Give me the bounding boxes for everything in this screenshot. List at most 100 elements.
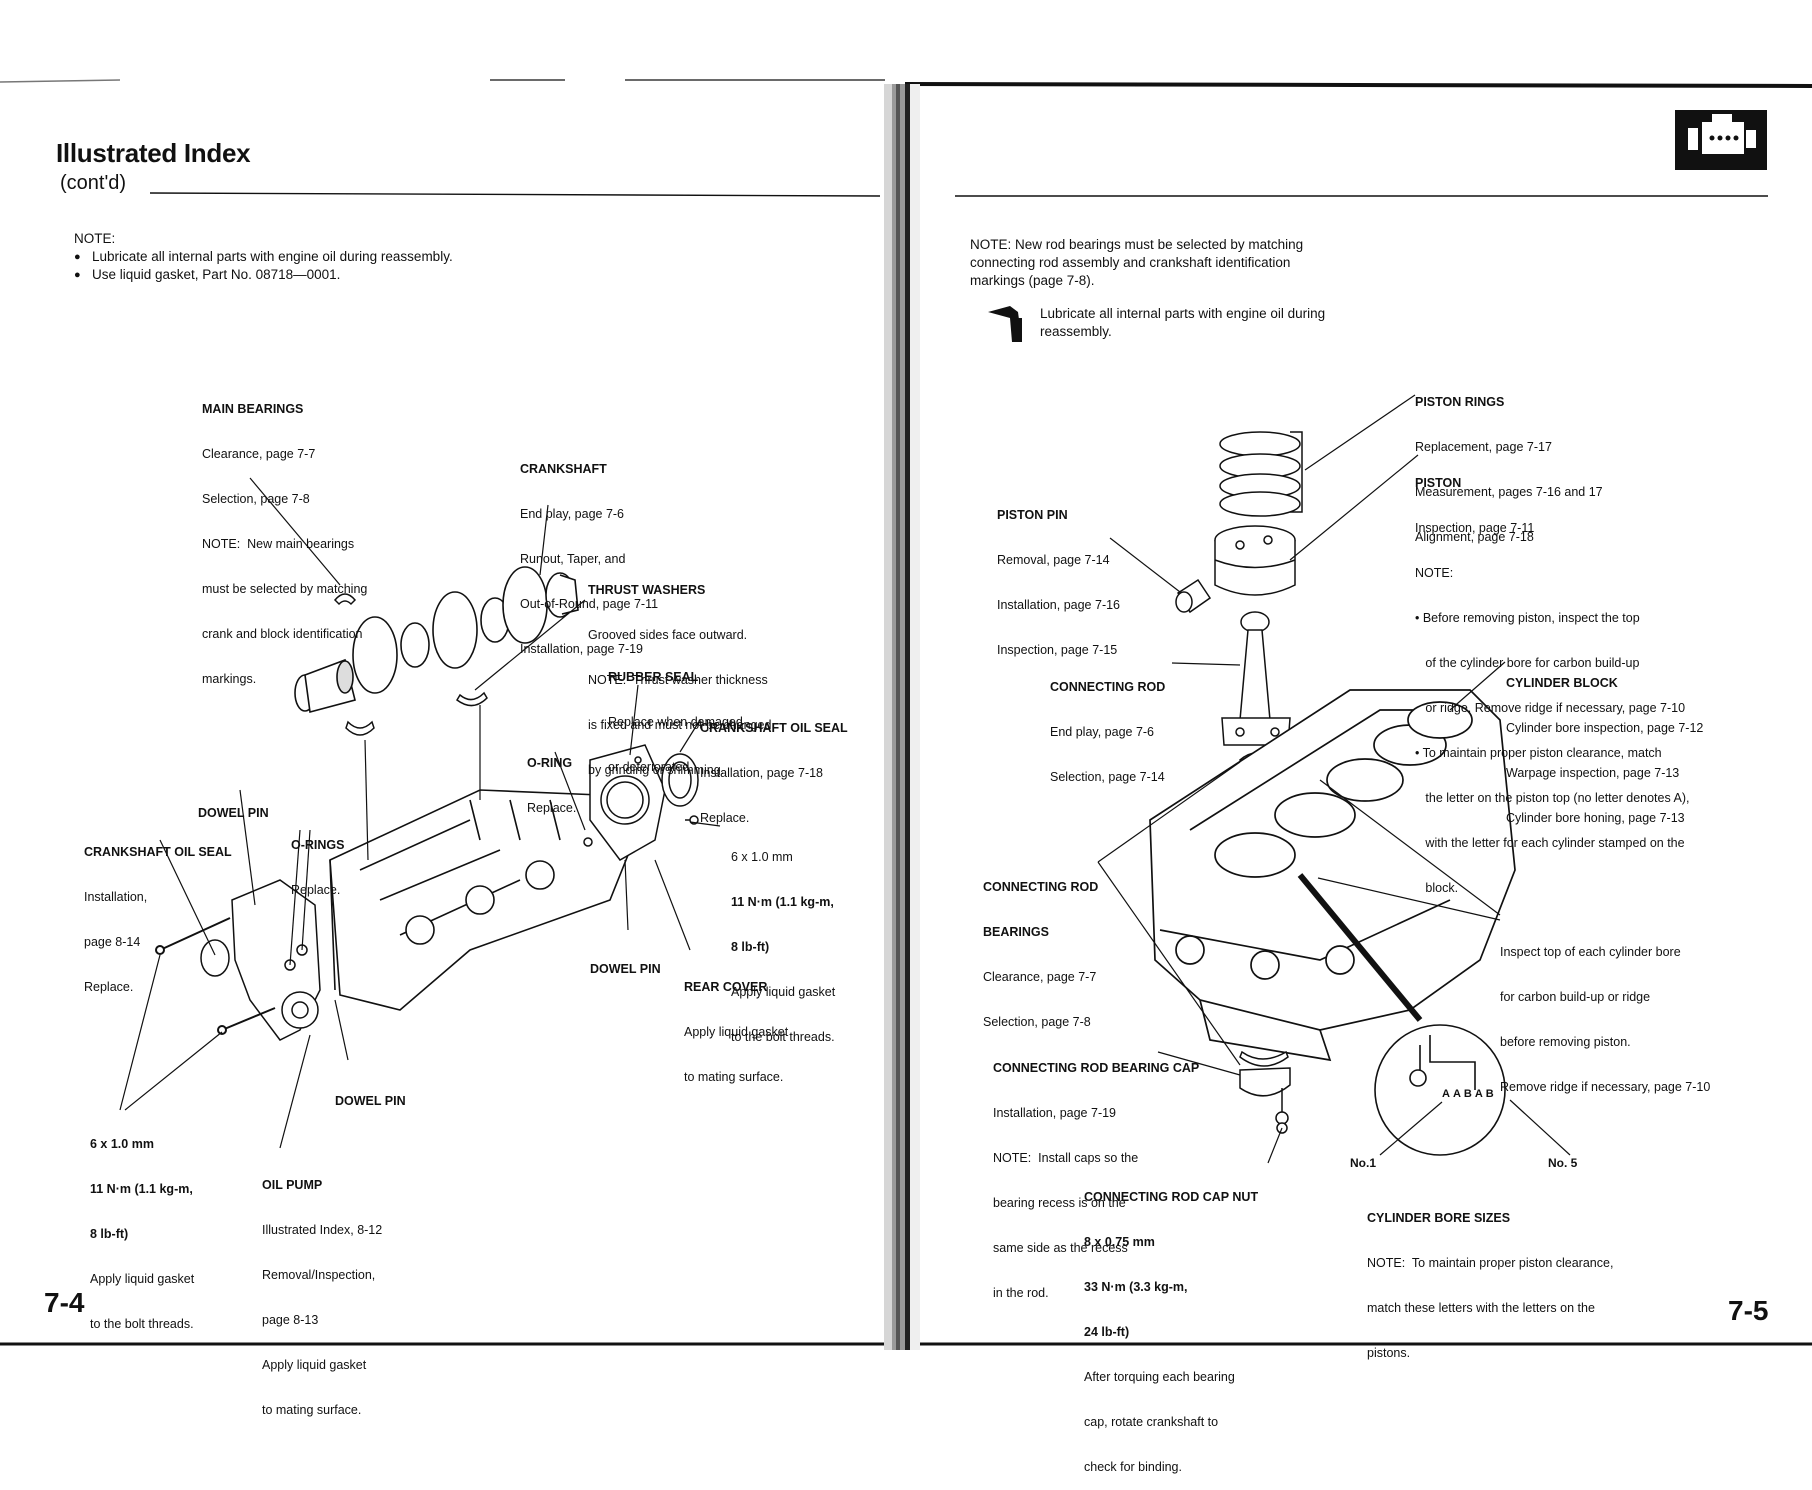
label-line: is fixed and must not be changed [588, 718, 772, 732]
label-line: After torquing each bearing [1084, 1370, 1235, 1384]
leader-lines-left [119, 477, 721, 1149]
label-line: Out-of-Round, page 7-11 [520, 597, 659, 611]
label-line: Installation, page 7-19 [520, 642, 644, 656]
label-heading: OIL PUMP [262, 1178, 323, 1192]
label-bolt-rear: 6 x 1.0 mm 11 N·m (1.1 kg-m, 8 lb-ft) Ap… [731, 820, 835, 1060]
label-main-bearings: MAIN BEARINGS Clearance, page 7-7 Select… [202, 372, 367, 702]
label-heading: PISTON PIN [997, 508, 1068, 522]
label-line: Illustrated Index, 8-12 [262, 1223, 383, 1237]
label-heading: CONNECTING ROD BEARING CAP [993, 1061, 1200, 1075]
label-line: Installation, page 7-19 [993, 1106, 1117, 1120]
label-heading: CYLINDER BLOCK [1506, 676, 1618, 690]
label-line: must be selected by matching [202, 582, 368, 596]
oil-can-icon [988, 306, 1022, 342]
label-line: Warpage inspection, page 7-13 [1506, 766, 1680, 780]
label-line: 6 x 1.0 mm [731, 850, 793, 864]
page-number-right: 7-5 [1728, 1295, 1769, 1326]
cylinder-no5-label: No. 5 [1548, 1156, 1578, 1170]
engine-block-left [329, 789, 631, 1011]
label-bolt-front: 6 x 1.0 mm 11 N·m (1.1 kg-m, 8 lb-ft) Ap… [90, 1107, 194, 1347]
label-line: to mating surface. [262, 1403, 362, 1417]
label-line: NOTE: [1415, 566, 1454, 580]
label-line: 8 lb-ft) [90, 1227, 129, 1241]
label-line: Removal/Inspection, [262, 1268, 376, 1282]
label-line: Replace. [700, 811, 750, 825]
label-dowel-pin-bottom: DOWEL PIN [335, 1064, 406, 1124]
label-line: Cylinder bore honing, page 7-13 [1506, 811, 1685, 825]
lubrication-tip: Lubricate all internal parts with engine… [1040, 306, 1326, 339]
piston-pin-drawing [1175, 578, 1212, 614]
label-line: to the bolt threads. [731, 1030, 835, 1044]
label-line: Apply liquid gasket [262, 1358, 367, 1372]
label-heading: PISTON RINGS [1415, 395, 1505, 409]
label-line: to the bolt threads. [90, 1317, 194, 1331]
label-heading: CYLINDER BORE SIZES [1367, 1211, 1511, 1225]
label-heading: CONNECTING ROD [983, 880, 1099, 894]
label-line: Apply liquid gasket [684, 1025, 789, 1039]
label-line: for carbon build-up or ridge [1500, 990, 1651, 1004]
piston-rings-drawing [1219, 431, 1303, 517]
right-note: NOTE: New rod bearings must be selected … [970, 237, 1304, 288]
label-piston: PISTON Inspection, page 7-11 NOTE: • Bef… [1415, 446, 1689, 911]
cylinder-block-drawing [1149, 689, 1516, 1062]
label-line: markings. [202, 672, 257, 686]
label-line: 11 N·m (1.1 kg-m, [90, 1182, 193, 1196]
label-crankshaft-oil-seal-front: CRANKSHAFT OIL SEAL Installation, page 8… [84, 815, 232, 1010]
label-line: or deteriorated. [608, 760, 693, 774]
label-cylinder-block: CYLINDER BLOCK Cylinder bore inspection,… [1506, 646, 1703, 841]
label-line: End play, page 7-6 [1050, 725, 1155, 739]
label-line: Inspection, page 7-11 [1415, 521, 1535, 535]
label-heading: CRANKSHAFT [520, 462, 607, 476]
label-line: Removal, page 7-14 [997, 553, 1110, 567]
label-line: same side as the recess [993, 1241, 1128, 1255]
label-line: with the letter for each cylinder stampe… [1415, 836, 1685, 850]
label-line: Alignment, page 7-18 [1415, 530, 1534, 544]
label-crankshaft: CRANKSHAFT End play, page 7-6 Runout, Ta… [520, 432, 658, 672]
label-rear-cover: REAR COVER Apply liquid gasket to mating… [684, 950, 788, 1100]
label-line: in the rod. [993, 1286, 1049, 1300]
label-heading: MAIN BEARINGS [202, 402, 304, 416]
page-number-left: 7-4 [44, 1287, 85, 1318]
label-dowel-pin-top: DOWEL PIN [198, 776, 269, 836]
right-page-rules [0, 82, 1812, 1346]
label-line: match these letters with the letters on … [1367, 1301, 1595, 1315]
left-page-rules [0, 79, 885, 197]
label-line: End play, page 7-6 [520, 507, 625, 521]
left-note: NOTE: Lubricate all internal parts with … [74, 230, 453, 284]
label-line: Grooved sides face outward. [588, 628, 748, 642]
label-o-rings: O-RINGS Replace. [291, 808, 344, 913]
rear-cover-drawing [583, 744, 699, 861]
label-heading: O-RINGS [291, 838, 345, 852]
label-line: • To maintain proper piston clearance, m… [1415, 746, 1662, 760]
label-line: crank and block identification [202, 627, 363, 641]
label-line: Remove ridge if necessary, page 7-10 [1500, 1080, 1711, 1094]
label-connecting-rod-bearing-cap: CONNECTING ROD BEARING CAP Installation,… [993, 1031, 1199, 1316]
label-line: Replace. [527, 801, 577, 815]
label-line: 33 N·m (3.3 kg-m, [1084, 1280, 1188, 1294]
leader-lines-right [1097, 394, 1571, 1164]
label-line: Inspect top of each cylinder bore [1500, 945, 1681, 959]
label-line: Measurement, pages 7-16 and 17 [1415, 485, 1603, 499]
label-heading: CONNECTING ROD [1050, 680, 1166, 694]
bolts-left [155, 917, 276, 1035]
crankshaft-drawing [294, 566, 579, 714]
label-connecting-rod-bearings: CONNECTING ROD BEARINGS Clearance, page … [983, 850, 1098, 1045]
label-o-ring: O-RING Replace. [527, 726, 576, 831]
cylinder-no1-label: No.1 [1350, 1156, 1377, 1170]
label-line: Selection, page 7-8 [202, 492, 310, 506]
label-line: Selection, page 7-8 [983, 1015, 1091, 1029]
label-cylinder-bore-sizes: CYLINDER BORE SIZES NOTE: To maintain pr… [1367, 1181, 1613, 1376]
book-gutter [884, 84, 920, 1350]
label-line: bearing recess is on the [993, 1196, 1126, 1210]
label-line: 11 N·m (1.1 kg-m, [731, 895, 834, 909]
label-line: Installation, page 7-18 [700, 766, 824, 780]
label-line: to mating surface. [684, 1070, 784, 1084]
oil-pump-drawing [200, 879, 321, 1041]
label-heading: REAR COVER [684, 980, 768, 994]
label-line: Runout, Taper, and [520, 552, 626, 566]
label-heading: RUBBER SEAL [608, 670, 699, 684]
page-artwork [0, 79, 1812, 1350]
label-line: Replacement, page 7-17 [1415, 440, 1552, 454]
bearing-shells-left [333, 593, 488, 736]
label-line: Replace when damaged [608, 715, 743, 729]
